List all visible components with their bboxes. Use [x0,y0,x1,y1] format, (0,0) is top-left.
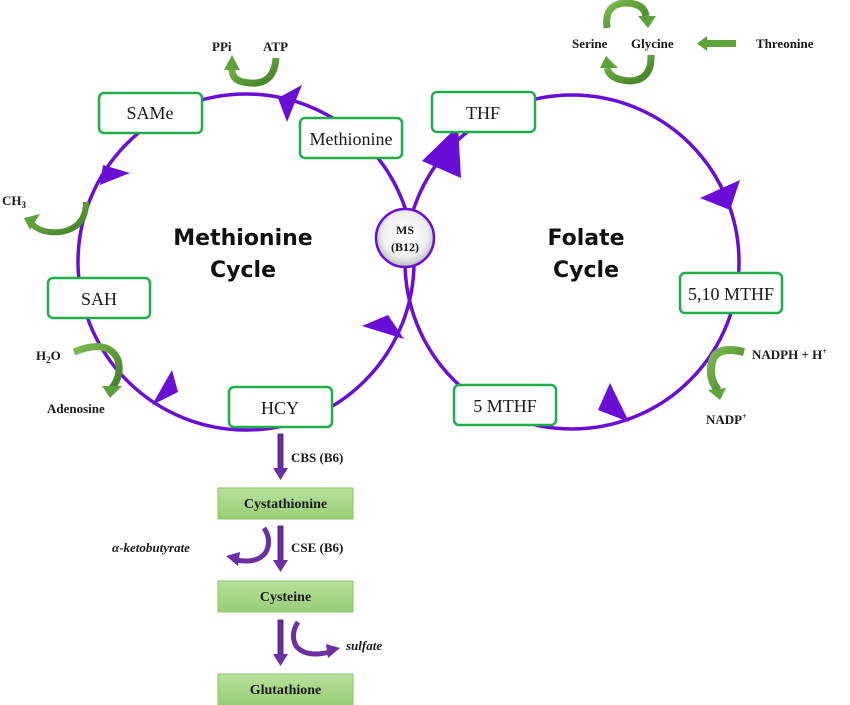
methionine-cycle: Methionine Cycle [76,85,416,432]
ms-b12-circle [374,207,436,269]
ppi-label: PPi [212,39,232,54]
h2o-o: O [51,348,61,363]
node-same: SAMe [97,91,204,135]
arrowhead-sah-to-hcy [152,370,178,405]
node-hcy: HCY [227,385,334,429]
arrowhead-methionine-to-same [278,85,302,122]
adenosine-label: Adenosine [47,401,105,416]
folate-cycle-title-line2: Cycle [553,258,619,283]
arrowhead-mthf5-to-thf [422,126,461,178]
glutathione-box: Glutathione [217,673,354,705]
folate-cycle: Folate Cycle [403,93,741,431]
sulfate-label: sulfate [345,638,382,653]
cse-b6-label: CSE (B6) [291,540,343,555]
nadph-superscript: + [822,347,827,356]
cysteine-box: Cysteine [217,580,354,613]
node-methionine-label: Methionine [310,129,393,149]
nadph-to-nadp-arrow [706,346,745,400]
h2o-label: H2O [36,348,61,365]
h2o-subscript: 2 [46,355,51,365]
cystathionine-to-cysteine-arrow [273,525,288,572]
hcy-to-cystathionine-arrow [273,433,288,480]
glycine-label: Glycine [631,36,674,51]
methionine-cycle-title-line1: Methionine [173,226,312,251]
folate-cycle-title-line1: Folate [547,226,624,251]
nadp-label: NADP+ [706,412,747,427]
alpha-ketobutyrate-release-arrow [226,526,272,566]
ch3-release-arrow [24,201,89,236]
serine-glycine-interconversion-arrows [600,0,656,85]
cysteine-to-glutathione-arrow [273,619,288,666]
node-5-10-mthf-label: 5,10 MTHF [688,284,774,304]
node-5-10-mthf: 5,10 MTHF [678,271,784,315]
node-5-mthf-label: 5 MTHF [473,396,537,416]
cystathionine-label: Cystathionine [244,497,327,512]
nadph-label: NADPH + H+ [752,347,827,362]
ch3-base: CH [2,193,22,208]
atp-label: ATP [263,39,288,54]
ms-label: MS [396,223,414,237]
node-sah-label: SAH [81,289,117,309]
threonine-to-glycine-arrow [697,36,736,51]
ch3-label: CH3 [2,193,27,210]
b12-label: (B12) [391,240,419,254]
node-5-mthf: 5 MTHF [452,383,558,427]
ch3-subscript: 3 [22,200,27,210]
node-same-label: SAMe [126,103,173,123]
arrowhead-mthf510-to-mthf5 [598,383,629,422]
arrowhead-hcy-to-ms [362,315,404,339]
node-thf: THF [430,90,537,134]
alpha-ketobutyrate-label: α-ketobutyrate [112,540,190,555]
h2o-h: H [36,348,46,363]
node-methionine: Methionine [298,116,404,160]
ms-b12-enzyme: MS (B12) [374,207,436,269]
arrowhead-same-to-sah [100,165,130,185]
arrowhead-thf-to-mthf510 [700,180,740,210]
node-thf-label: THF [466,103,500,123]
cbs-b6-label: CBS (B6) [291,450,343,465]
node-hcy-label: HCY [261,398,299,418]
nadp-superscript: + [742,412,747,421]
atp-to-ppi-arrow [224,55,280,87]
sulfate-release-arrow [290,620,340,658]
cysteine-label: Cysteine [260,590,311,605]
nadph-base: NADPH + H [752,347,822,362]
threonine-label: Threonine [756,36,814,51]
methionine-cycle-title-line2: Cycle [210,258,276,283]
cystathionine-box: Cystathionine [217,487,354,520]
glutathione-label: Glutathione [250,683,322,698]
h2o-adenosine-arrow [72,343,123,398]
node-sah: SAH [46,276,152,320]
nadp-base: NADP [706,412,742,427]
serine-label: Serine [572,36,608,51]
